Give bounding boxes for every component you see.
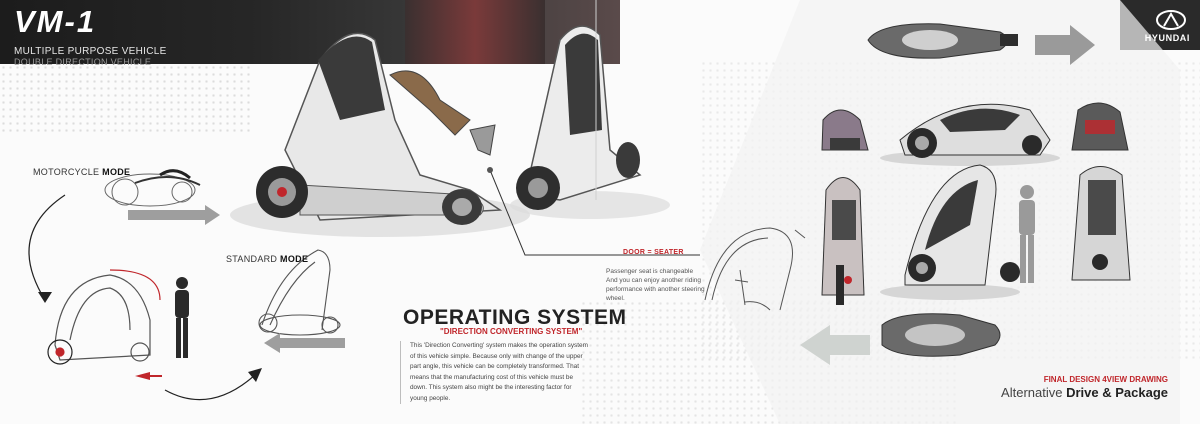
vehicle-rear-view — [1071, 102, 1129, 151]
flow-arrow-curve-left — [28, 194, 66, 301]
grey-arrow-right — [1035, 25, 1095, 65]
motorcycle-mode-sketch — [104, 169, 201, 207]
vehicle-top-view — [867, 23, 1018, 59]
transform-sketch — [47, 269, 161, 365]
door-seater-label: DOOR = SEATER — [623, 249, 684, 256]
human-silhouette-right — [1019, 185, 1035, 283]
page-title: VM-1 — [14, 4, 97, 39]
flow-arrow-curve-bottom — [164, 374, 256, 401]
vehicle-rear-tall-view — [1071, 166, 1131, 281]
human-silhouette-left — [175, 277, 189, 358]
brand-name: HYUNDAI — [1144, 33, 1190, 43]
page-subtitle-secondary: DOUBLE DIRECTION VEHICLE — [14, 57, 152, 67]
vehicle-render-main — [230, 32, 530, 237]
connector-dot — [487, 167, 493, 173]
vehicle-side-view — [880, 103, 1060, 166]
dot-texture-left — [0, 64, 250, 134]
motorcycle-mode-label: MOTORCYCLE MODE — [33, 167, 131, 177]
vehicle-side-standard-view — [880, 164, 1020, 300]
operating-system-subtitle: "DIRECTION CONVERTING SYSTEM" — [440, 327, 583, 336]
standard-mode-label: STANDARD MODE — [226, 254, 309, 264]
door-sketch — [704, 227, 806, 311]
connector-line — [489, 169, 700, 256]
door-seater-body: Passenger seat is changeable And you can… — [606, 268, 705, 302]
direction-arrow-right — [128, 205, 220, 225]
red-arrow-left — [135, 372, 150, 380]
alternative-drive-label: Alternative Drive & Package — [1001, 385, 1168, 400]
grey-arrow-left — [800, 325, 870, 365]
flow-arrow-head-bottom — [248, 368, 262, 382]
operating-system-body: This 'Direction Converting' system makes… — [400, 341, 588, 404]
vehicle-top-view-2 — [881, 313, 1001, 357]
hyundai-logo-icon — [1156, 10, 1186, 30]
vehicle-render-secondary — [510, 0, 670, 219]
operating-system-title: OPERATING SYSTEM — [403, 306, 627, 329]
page-subtitle: MULTIPLE PURPOSE VEHICLE — [14, 46, 167, 57]
vehicle-front-tall-view — [821, 177, 865, 305]
direction-arrow-left — [264, 333, 345, 353]
vehicle-front-view — [821, 109, 869, 151]
flow-arrow-head-left — [38, 292, 52, 303]
standard-mode-sketch — [258, 249, 341, 336]
final-design-label: FINAL DESIGN 4VIEW DRAWING — [1043, 375, 1168, 384]
header-banner-accent — [405, 0, 545, 64]
